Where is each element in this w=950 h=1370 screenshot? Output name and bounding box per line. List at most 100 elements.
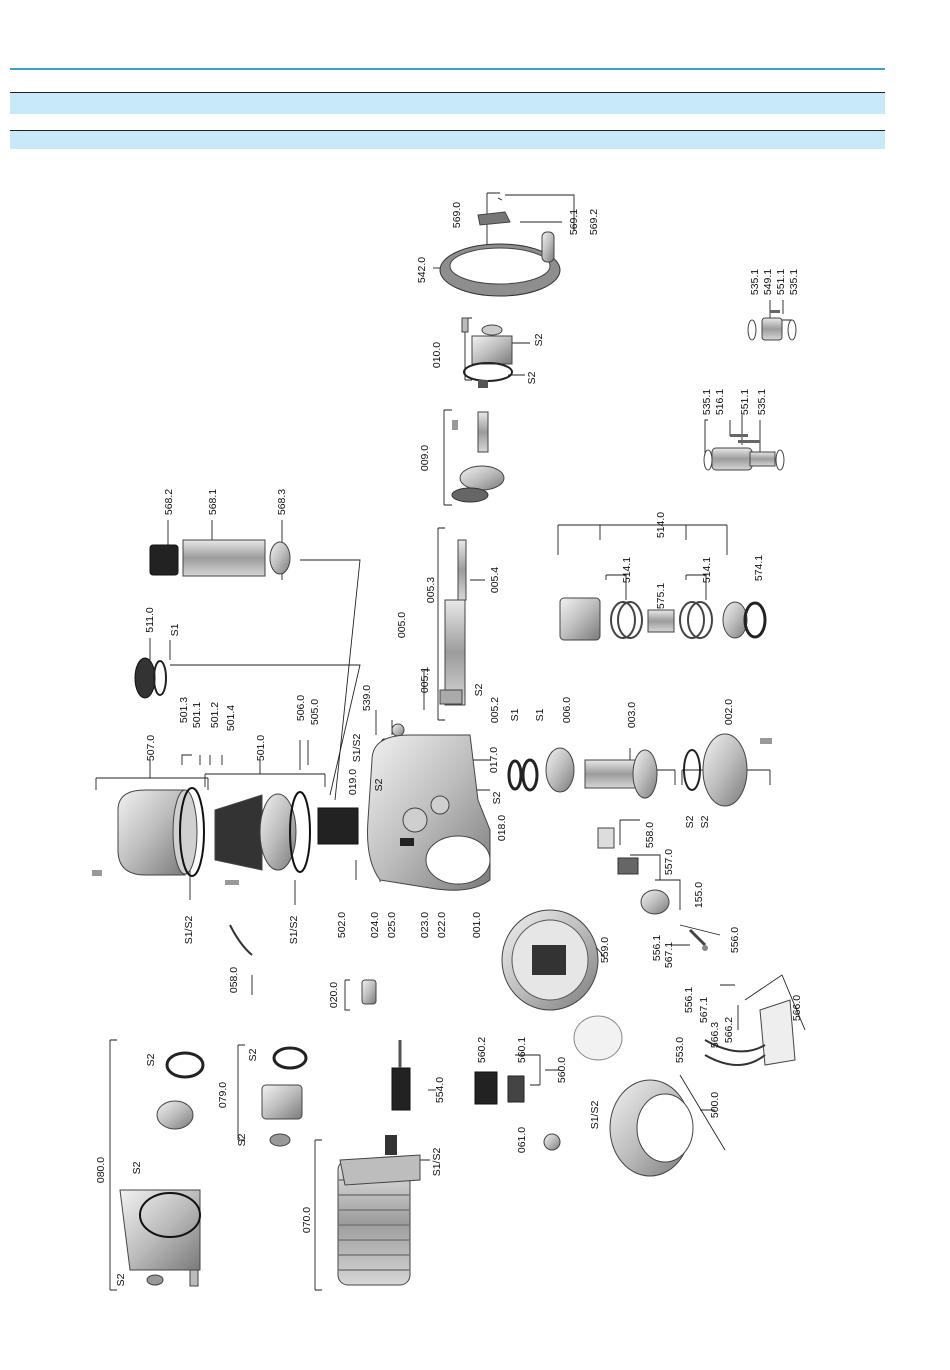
label-506-0: 506.0 bbox=[295, 695, 307, 721]
label-005-1: 005.1 bbox=[419, 667, 431, 693]
label-022-0: 022.0 bbox=[436, 912, 448, 938]
label-002-0: 002.0 bbox=[723, 699, 735, 725]
label-s2-010-a: S2 bbox=[533, 333, 545, 346]
label-070-0: 070.0 bbox=[301, 1207, 313, 1233]
label-575-1: 575.1 bbox=[655, 583, 667, 609]
label-558-0: 558.0 bbox=[644, 822, 656, 848]
label-005-4: 005.4 bbox=[489, 567, 501, 593]
cover-080 bbox=[119, 1051, 205, 1287]
label-567-1-b: 567.1 bbox=[698, 997, 710, 1023]
adapter-079 bbox=[261, 1046, 308, 1147]
terminal-501 bbox=[214, 791, 311, 885]
header-band-bottom bbox=[10, 130, 885, 149]
label-010-0: 010.0 bbox=[431, 342, 443, 368]
label-539-0: 539.0 bbox=[361, 685, 373, 711]
label-535-1-b: 535.1 bbox=[788, 269, 800, 295]
label-061-0: 061.0 bbox=[516, 1127, 528, 1153]
label-s1s2-507: S1/S2 bbox=[183, 916, 195, 945]
control-unit-559 bbox=[501, 909, 599, 1011]
label-501-3: 501.3 bbox=[178, 697, 190, 723]
bearing-514 bbox=[559, 597, 767, 641]
label-s1s2-539: S1/S2 bbox=[351, 734, 363, 763]
label-568-1: 568.1 bbox=[207, 489, 219, 515]
label-566-0: 566.0 bbox=[791, 995, 803, 1021]
label-535-1-c: 535.1 bbox=[701, 389, 713, 415]
label-556-1-a: 556.1 bbox=[651, 935, 663, 961]
label-017-0: 017.0 bbox=[488, 747, 500, 773]
label-569-1: 569.1 bbox=[568, 209, 580, 235]
label-569-0: 569.0 bbox=[451, 202, 463, 228]
coupling-549 bbox=[747, 310, 797, 341]
handwheel-542 bbox=[439, 231, 561, 297]
header-band-top bbox=[10, 92, 885, 114]
label-514-1-a: 514.1 bbox=[621, 557, 633, 583]
label-024-0: 024.0 bbox=[369, 912, 381, 938]
label-001-0: 001.0 bbox=[471, 912, 483, 938]
label-s2-080-a: S2 bbox=[145, 1053, 157, 1066]
label-s2-019: S2 bbox=[373, 778, 385, 791]
label-s2-079-b: S2 bbox=[236, 1133, 248, 1146]
label-s2-005: S2 bbox=[473, 683, 485, 696]
shaft-009 bbox=[451, 411, 505, 503]
label-500-0: 500.0 bbox=[709, 1092, 721, 1118]
label-155-0: 155.0 bbox=[693, 882, 705, 908]
label-542-0: 542.0 bbox=[416, 257, 428, 283]
stem-005 bbox=[439, 539, 467, 706]
label-s2-017: S2 bbox=[491, 791, 503, 804]
label-514-1-b: 514.1 bbox=[701, 557, 713, 583]
label-557-0: 557.0 bbox=[663, 849, 675, 875]
label-568-2: 568.2 bbox=[163, 489, 175, 515]
label-556-0: 556.0 bbox=[729, 927, 741, 953]
label-549-1: 549.1 bbox=[762, 269, 774, 295]
motor-070 bbox=[337, 1135, 421, 1286]
label-s2-080-c: S2 bbox=[115, 1273, 127, 1286]
label-501-0: 501.0 bbox=[255, 735, 267, 761]
label-018-0: 018.0 bbox=[496, 815, 508, 841]
label-020-0: 020.0 bbox=[328, 982, 340, 1008]
label-554-0: 554.0 bbox=[434, 1077, 446, 1103]
label-009-0: 009.0 bbox=[419, 445, 431, 471]
flange-002 bbox=[683, 733, 772, 807]
label-566-3: 566.3 bbox=[709, 1022, 721, 1048]
label-516-1: 516.1 bbox=[714, 389, 726, 415]
label-s1-b: S1 bbox=[534, 708, 546, 721]
housing-001 bbox=[367, 734, 491, 891]
label-556-1-b: 556.1 bbox=[683, 987, 695, 1013]
label-058-0: 058.0 bbox=[228, 967, 240, 993]
label-568-3: 568.3 bbox=[276, 489, 288, 515]
label-003-0: 003.0 bbox=[626, 702, 638, 728]
label-005-3: 005.3 bbox=[425, 577, 437, 603]
parts bbox=[92, 197, 797, 1287]
label-005-0: 005.0 bbox=[396, 612, 408, 638]
label-514-0: 514.0 bbox=[655, 512, 667, 538]
label-502-0: 502.0 bbox=[336, 912, 348, 938]
label-501-1: 501.1 bbox=[191, 702, 203, 728]
label-s1-a: S1 bbox=[509, 708, 521, 721]
label-s2-010-b: S2 bbox=[526, 371, 538, 384]
label-569-2: 569.2 bbox=[588, 209, 600, 235]
label-560-1: 560.1 bbox=[516, 1037, 528, 1063]
label-025-0: 025.0 bbox=[386, 912, 398, 938]
label-511-0: 511.0 bbox=[144, 607, 156, 633]
label-507-0: 507.0 bbox=[145, 735, 157, 761]
cover-500 bbox=[609, 1079, 694, 1177]
label-s1s2-501: S1/S2 bbox=[288, 916, 300, 945]
label-s2-079-a: S2 bbox=[247, 1048, 259, 1061]
sleeve-568 bbox=[149, 539, 291, 577]
label-s2-002-a: S2 bbox=[684, 815, 696, 828]
label-s2-002-b: S2 bbox=[699, 815, 711, 828]
label-501-4: 501.4 bbox=[225, 705, 237, 731]
flange-010 bbox=[461, 317, 513, 388]
label-560-0: 560.0 bbox=[556, 1057, 568, 1083]
header-rule bbox=[10, 68, 885, 70]
label-560-2: 560.2 bbox=[476, 1037, 488, 1063]
label-551-1-b: 551.1 bbox=[739, 389, 751, 415]
label-023-0: 023.0 bbox=[419, 912, 431, 938]
label-s1s2-070: S1/S2 bbox=[431, 1148, 443, 1177]
label-566-2: 566.2 bbox=[723, 1017, 735, 1043]
label-553-0: 553.0 bbox=[674, 1037, 686, 1063]
coupling-516 bbox=[703, 434, 785, 471]
seal-511 bbox=[134, 657, 167, 699]
worm-shaft-003 bbox=[584, 749, 658, 799]
